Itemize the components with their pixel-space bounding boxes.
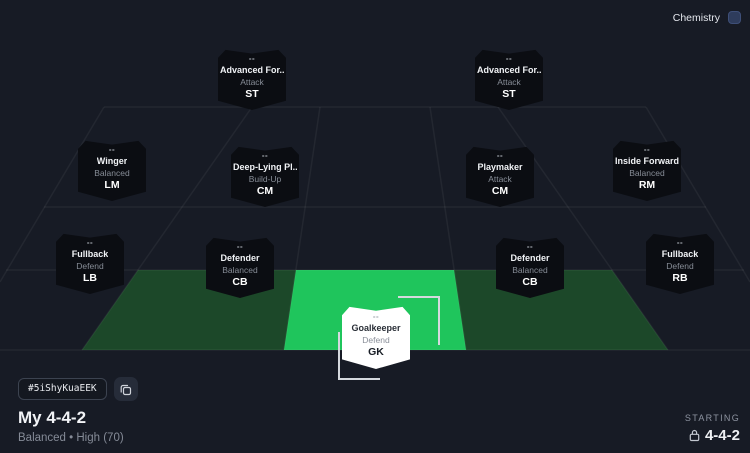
card-rating: -- <box>236 242 244 252</box>
card-role: Inside Forward <box>615 156 679 167</box>
card-role: Deep-Lying Pl... <box>233 162 297 173</box>
starting-label: STARTING <box>684 413 740 423</box>
card-rating: -- <box>372 312 380 322</box>
player-card-shape: -- Advanced For... Attack ST <box>475 49 543 110</box>
chemistry-control: Chemistry <box>669 8 745 27</box>
player-card-lb[interactable]: -- Fullback Defend LB <box>56 232 124 294</box>
card-position: RM <box>638 179 656 192</box>
player-card-shape: -- Deep-Lying Pl... Build-Up CM <box>231 146 299 207</box>
chemistry-toggle[interactable] <box>728 11 741 24</box>
card-role: Winger <box>96 156 128 167</box>
card-rating: -- <box>643 145 651 155</box>
formation-row: 4-4-2 <box>685 427 740 444</box>
chemistry-label: Chemistry <box>672 11 720 24</box>
player-card-shape: -- Defender Balanced CB <box>496 237 564 298</box>
card-rating: -- <box>526 242 534 252</box>
player-card-shape: -- Inside Forward Balanced RM <box>613 140 681 201</box>
player-card-lm[interactable]: -- Winger Balanced LM <box>78 139 146 201</box>
player-card-st2[interactable]: -- Advanced For... Attack ST <box>475 48 543 110</box>
squad-code-row: #5iShyKuaEEK <box>18 377 138 401</box>
player-card-st1[interactable]: -- Advanced For... Attack ST <box>218 48 286 110</box>
card-duty: Attack <box>497 76 521 87</box>
squad-title: My 4-4-2 <box>18 408 87 427</box>
squad-code-chip: #5iShyKuaEEK <box>18 378 107 400</box>
card-role: Fullback <box>661 249 699 260</box>
card-duty: Balanced <box>629 167 665 178</box>
card-duty: Attack <box>240 76 264 87</box>
card-position: CM <box>491 185 509 198</box>
pitch-lines <box>0 106 750 351</box>
card-rating: -- <box>676 238 684 248</box>
player-card-shape: -- Advanced For... Attack ST <box>218 49 286 110</box>
card-rating: -- <box>86 238 94 248</box>
formation-value: 4-4-2 <box>704 427 740 444</box>
card-position: RB <box>672 272 688 285</box>
card-rating: -- <box>505 54 513 64</box>
player-card-shape: -- Playmaker Attack CM <box>466 146 534 207</box>
card-duty: Defend <box>666 260 694 271</box>
card-role: Playmaker <box>477 162 523 173</box>
player-card-shape: -- Fullback Defend RB <box>646 233 714 294</box>
selection-bracket-top-right <box>398 296 440 345</box>
player-card-shape: -- Winger Balanced LM <box>78 140 146 201</box>
card-role: Defender <box>220 253 260 264</box>
card-position: CB <box>232 276 248 289</box>
lock-icon <box>689 429 700 442</box>
card-role: Advanced For... <box>220 65 284 76</box>
card-position: CM <box>256 185 274 198</box>
card-position: ST <box>245 88 259 101</box>
selection-bracket-bottom-left <box>338 332 380 380</box>
copy-icon <box>120 384 132 395</box>
card-rating: -- <box>496 151 504 161</box>
card-position: LB <box>83 272 97 285</box>
card-duty: Defend <box>362 334 390 345</box>
player-card-cm2[interactable]: -- Playmaker Attack CM <box>466 145 534 207</box>
player-card-cb1[interactable]: -- Defender Balanced CB <box>206 236 274 298</box>
player-card-shape: -- Defender Balanced CB <box>206 237 274 298</box>
squad-subtitle: Balanced • High (70) <box>18 432 124 444</box>
card-rating: -- <box>108 145 116 155</box>
player-card-shape: -- Goalkeeper Defend GK <box>342 306 410 369</box>
card-role: Fullback <box>71 249 109 260</box>
squad-info: #5iShyKuaEEK My 4-4-2 Balanced • High (7… <box>18 377 138 444</box>
player-card-rm[interactable]: -- Inside Forward Balanced RM <box>613 139 681 201</box>
starting-formation-block: STARTING 4-4-2 <box>685 413 740 444</box>
card-duty: Balanced <box>94 167 130 178</box>
card-rating: -- <box>248 54 256 64</box>
card-duty: Balanced <box>222 264 258 275</box>
card-duty: Build-Up <box>248 173 282 184</box>
player-card-shape: -- Fullback Defend LB <box>56 233 124 294</box>
player-card-cb2[interactable]: -- Defender Balanced CB <box>496 236 564 298</box>
card-duty: Balanced <box>512 264 548 275</box>
card-role: Advanced For... <box>477 65 541 76</box>
pitch-zone-bright-green <box>284 270 466 350</box>
copy-code-button[interactable] <box>113 377 138 401</box>
card-role: Defender <box>510 253 550 264</box>
player-card-rb[interactable]: -- Fullback Defend RB <box>646 232 714 294</box>
card-position: GK <box>368 346 384 359</box>
player-card-gk[interactable]: -- Goalkeeper Defend GK <box>338 296 440 380</box>
card-role: Goalkeeper <box>351 323 401 334</box>
card-position: ST <box>502 88 516 101</box>
card-position: CB <box>522 276 538 289</box>
card-rating: -- <box>261 151 269 161</box>
card-position: LM <box>104 179 120 192</box>
card-duty: Attack <box>488 173 512 184</box>
player-card-cm1[interactable]: -- Deep-Lying Pl... Build-Up CM <box>231 145 299 207</box>
card-duty: Defend <box>76 260 104 271</box>
